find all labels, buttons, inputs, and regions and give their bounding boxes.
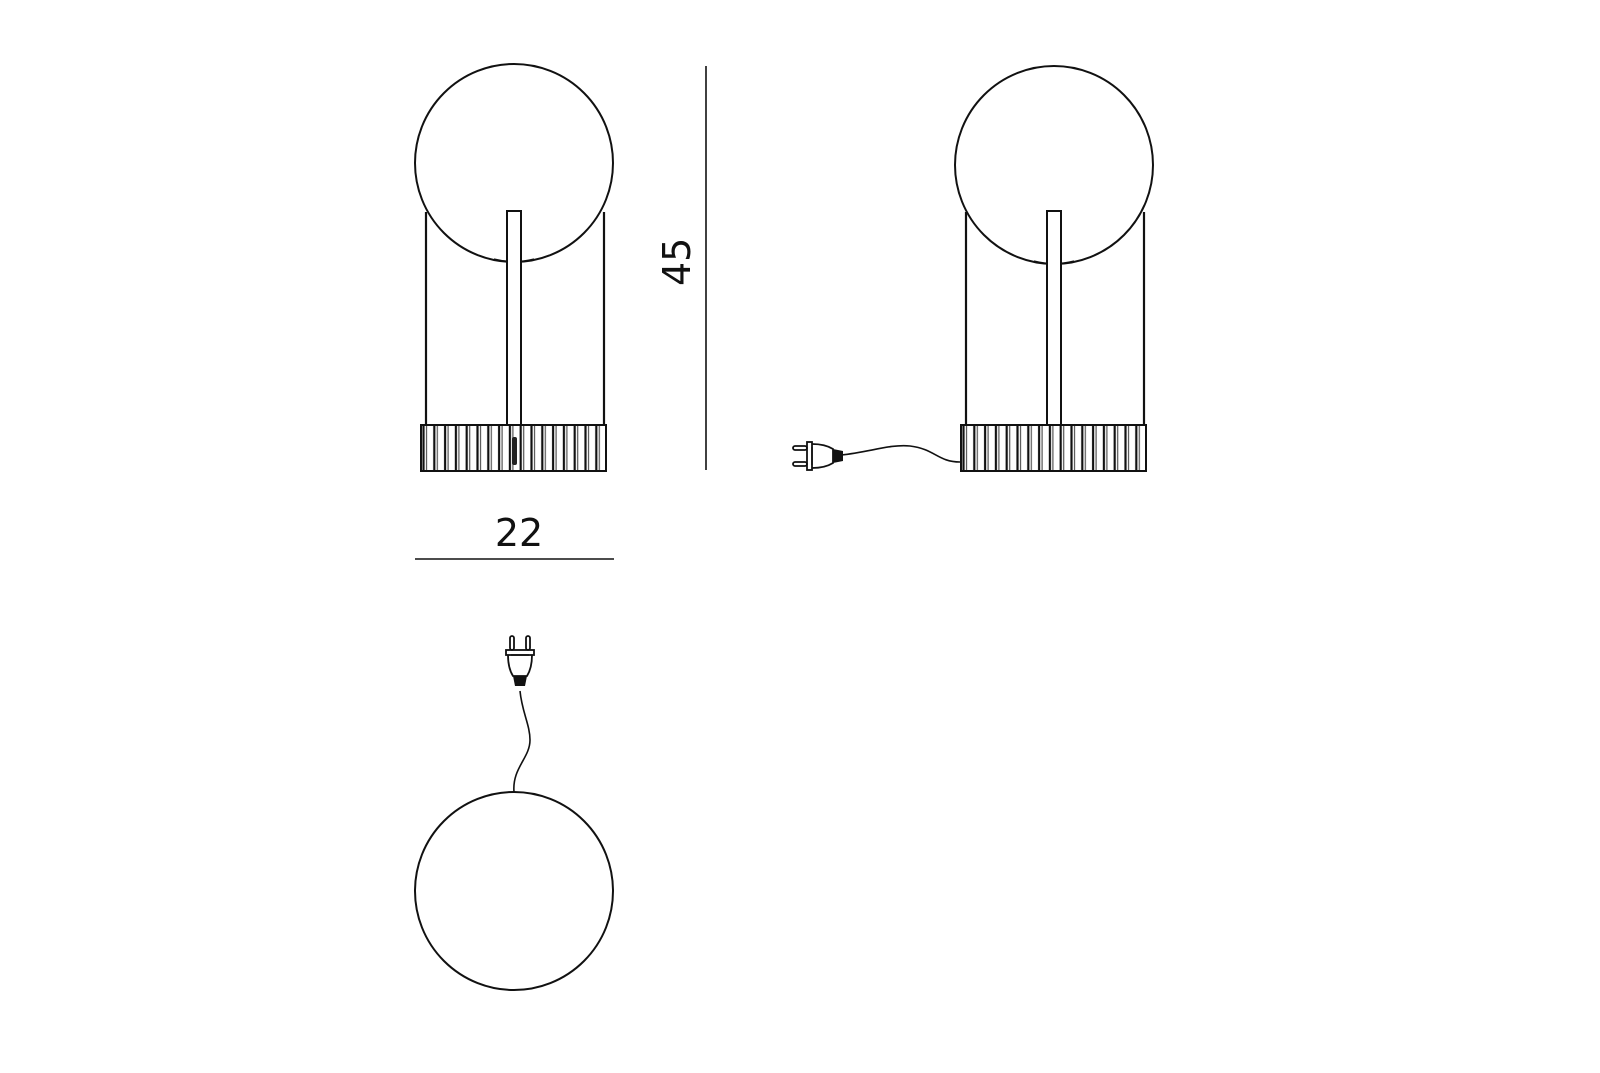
height-dimension: 45 [655,66,707,470]
plug-icon [792,441,844,471]
power-cord [840,444,961,463]
front-view [414,63,614,472]
fluted-base-side [960,424,1147,472]
center-stem [506,210,522,426]
plug-icon-top [505,635,535,687]
globe-top [414,791,614,991]
brand-mark [512,437,517,465]
width-dimension: 22 [415,511,614,560]
side-view-with-cord [792,65,1154,472]
height-dimension-label: 45 [655,238,699,286]
width-dimension-label: 22 [495,511,543,555]
top-view-with-cord [414,635,614,991]
power-cord-top [513,690,531,793]
